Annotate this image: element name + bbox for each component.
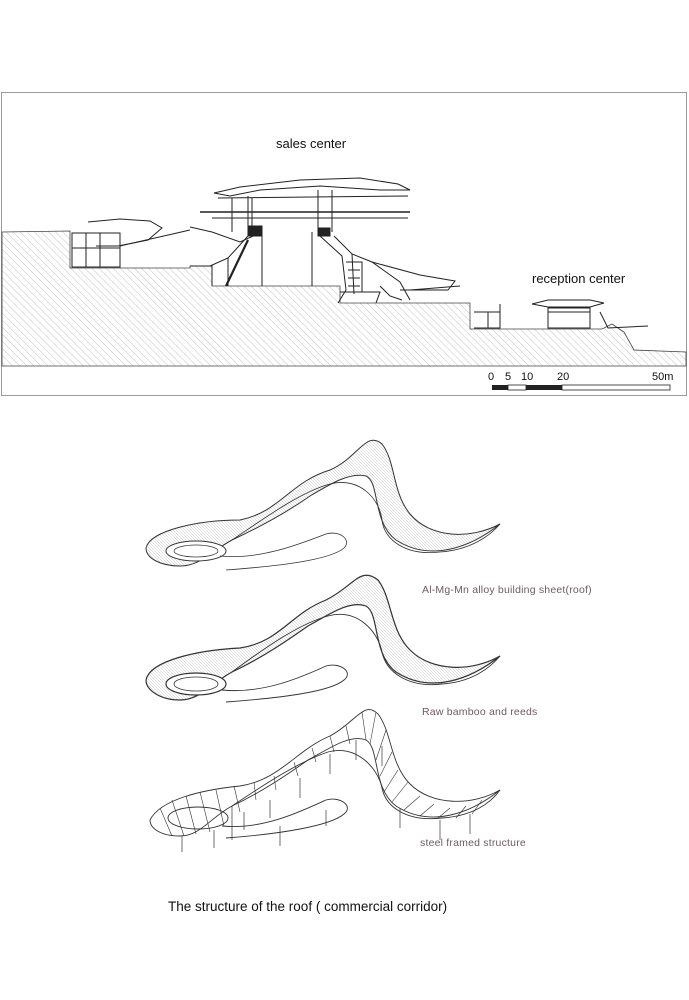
sales-center-building	[189, 177, 461, 304]
roof-layer-steel-frame	[149, 709, 501, 852]
roof-sheet-label: Al-Mg-Mn alloy building sheet(roof)	[422, 584, 592, 596]
scale-bar	[492, 384, 671, 391]
reception-center-label: reception center	[532, 271, 626, 286]
scale-tick-0: 0	[488, 371, 495, 383]
figure-caption: The structure of the roof ( commercial c…	[168, 899, 448, 914]
scale-tick-20: 20	[557, 371, 570, 383]
reception-center-building	[474, 299, 649, 329]
section-drawing-frame	[1, 92, 687, 396]
left-low-building	[71, 218, 191, 268]
steel-frame-label: steel framed structure	[420, 837, 526, 849]
scale-tick-50m: 50m	[652, 371, 674, 383]
roof-layer-bamboo	[145, 574, 501, 703]
roof-layer-sheet	[145, 439, 501, 571]
section-ground	[1, 230, 687, 367]
scale-tick-10: 10	[521, 371, 534, 383]
sales-center-label: sales center	[276, 136, 347, 151]
bamboo-reeds-label: Raw bamboo and reeds	[422, 706, 538, 718]
scale-tick-5: 5	[505, 371, 512, 383]
